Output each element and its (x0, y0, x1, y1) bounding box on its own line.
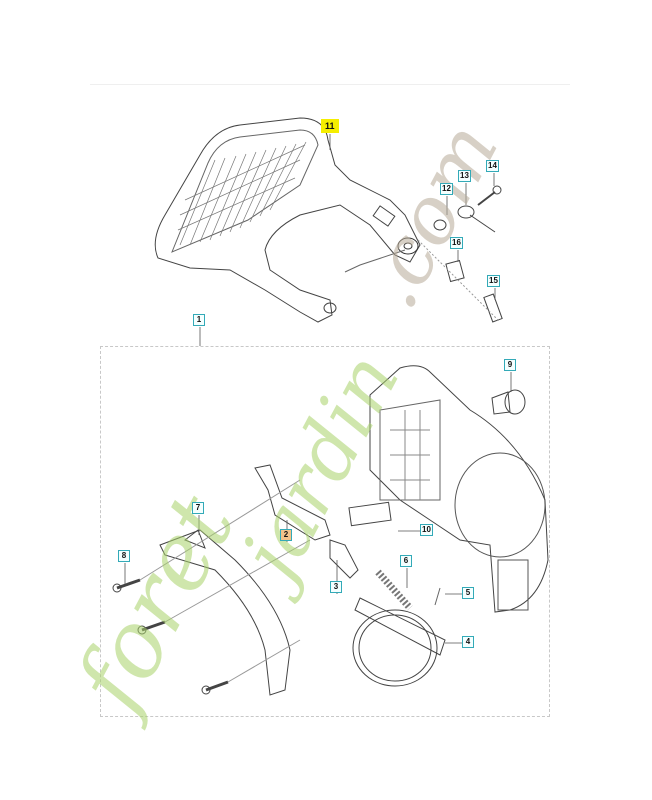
callout-8[interactable]: 8 (118, 550, 130, 562)
callout-4[interactable]: 4 (462, 636, 474, 648)
callout-7[interactable]: 7 (192, 502, 204, 514)
callout-15[interactable]: 15 (487, 275, 500, 287)
bushing-part (491, 389, 526, 415)
assembly-group-frame (100, 346, 550, 717)
callout-11-highlighted[interactable]: 11 (321, 119, 339, 133)
brake-spring-part (375, 569, 413, 611)
brake-band-part (352, 587, 446, 687)
pivot-hardware (417, 185, 503, 323)
callout-2[interactable]: 2 (280, 529, 292, 541)
callout-5[interactable]: 5 (462, 587, 474, 599)
clutch-cover-part (348, 365, 549, 613)
callout-13[interactable]: 13 (458, 170, 471, 182)
brake-lever-part (254, 464, 359, 579)
top-divider (90, 84, 570, 85)
chain-guide-part (159, 529, 291, 696)
callout-14[interactable]: 14 (486, 160, 499, 172)
callout-10[interactable]: 10 (420, 524, 433, 536)
callout-6[interactable]: 6 (400, 555, 412, 567)
screws-part (112, 479, 311, 695)
callout-12[interactable]: 12 (440, 183, 453, 195)
callout-9[interactable]: 9 (504, 359, 516, 371)
callout-16[interactable]: 16 (450, 237, 463, 249)
callout-3[interactable]: 3 (330, 581, 342, 593)
callout-1[interactable]: 1 (193, 314, 205, 326)
hand-guard-part (154, 117, 421, 323)
